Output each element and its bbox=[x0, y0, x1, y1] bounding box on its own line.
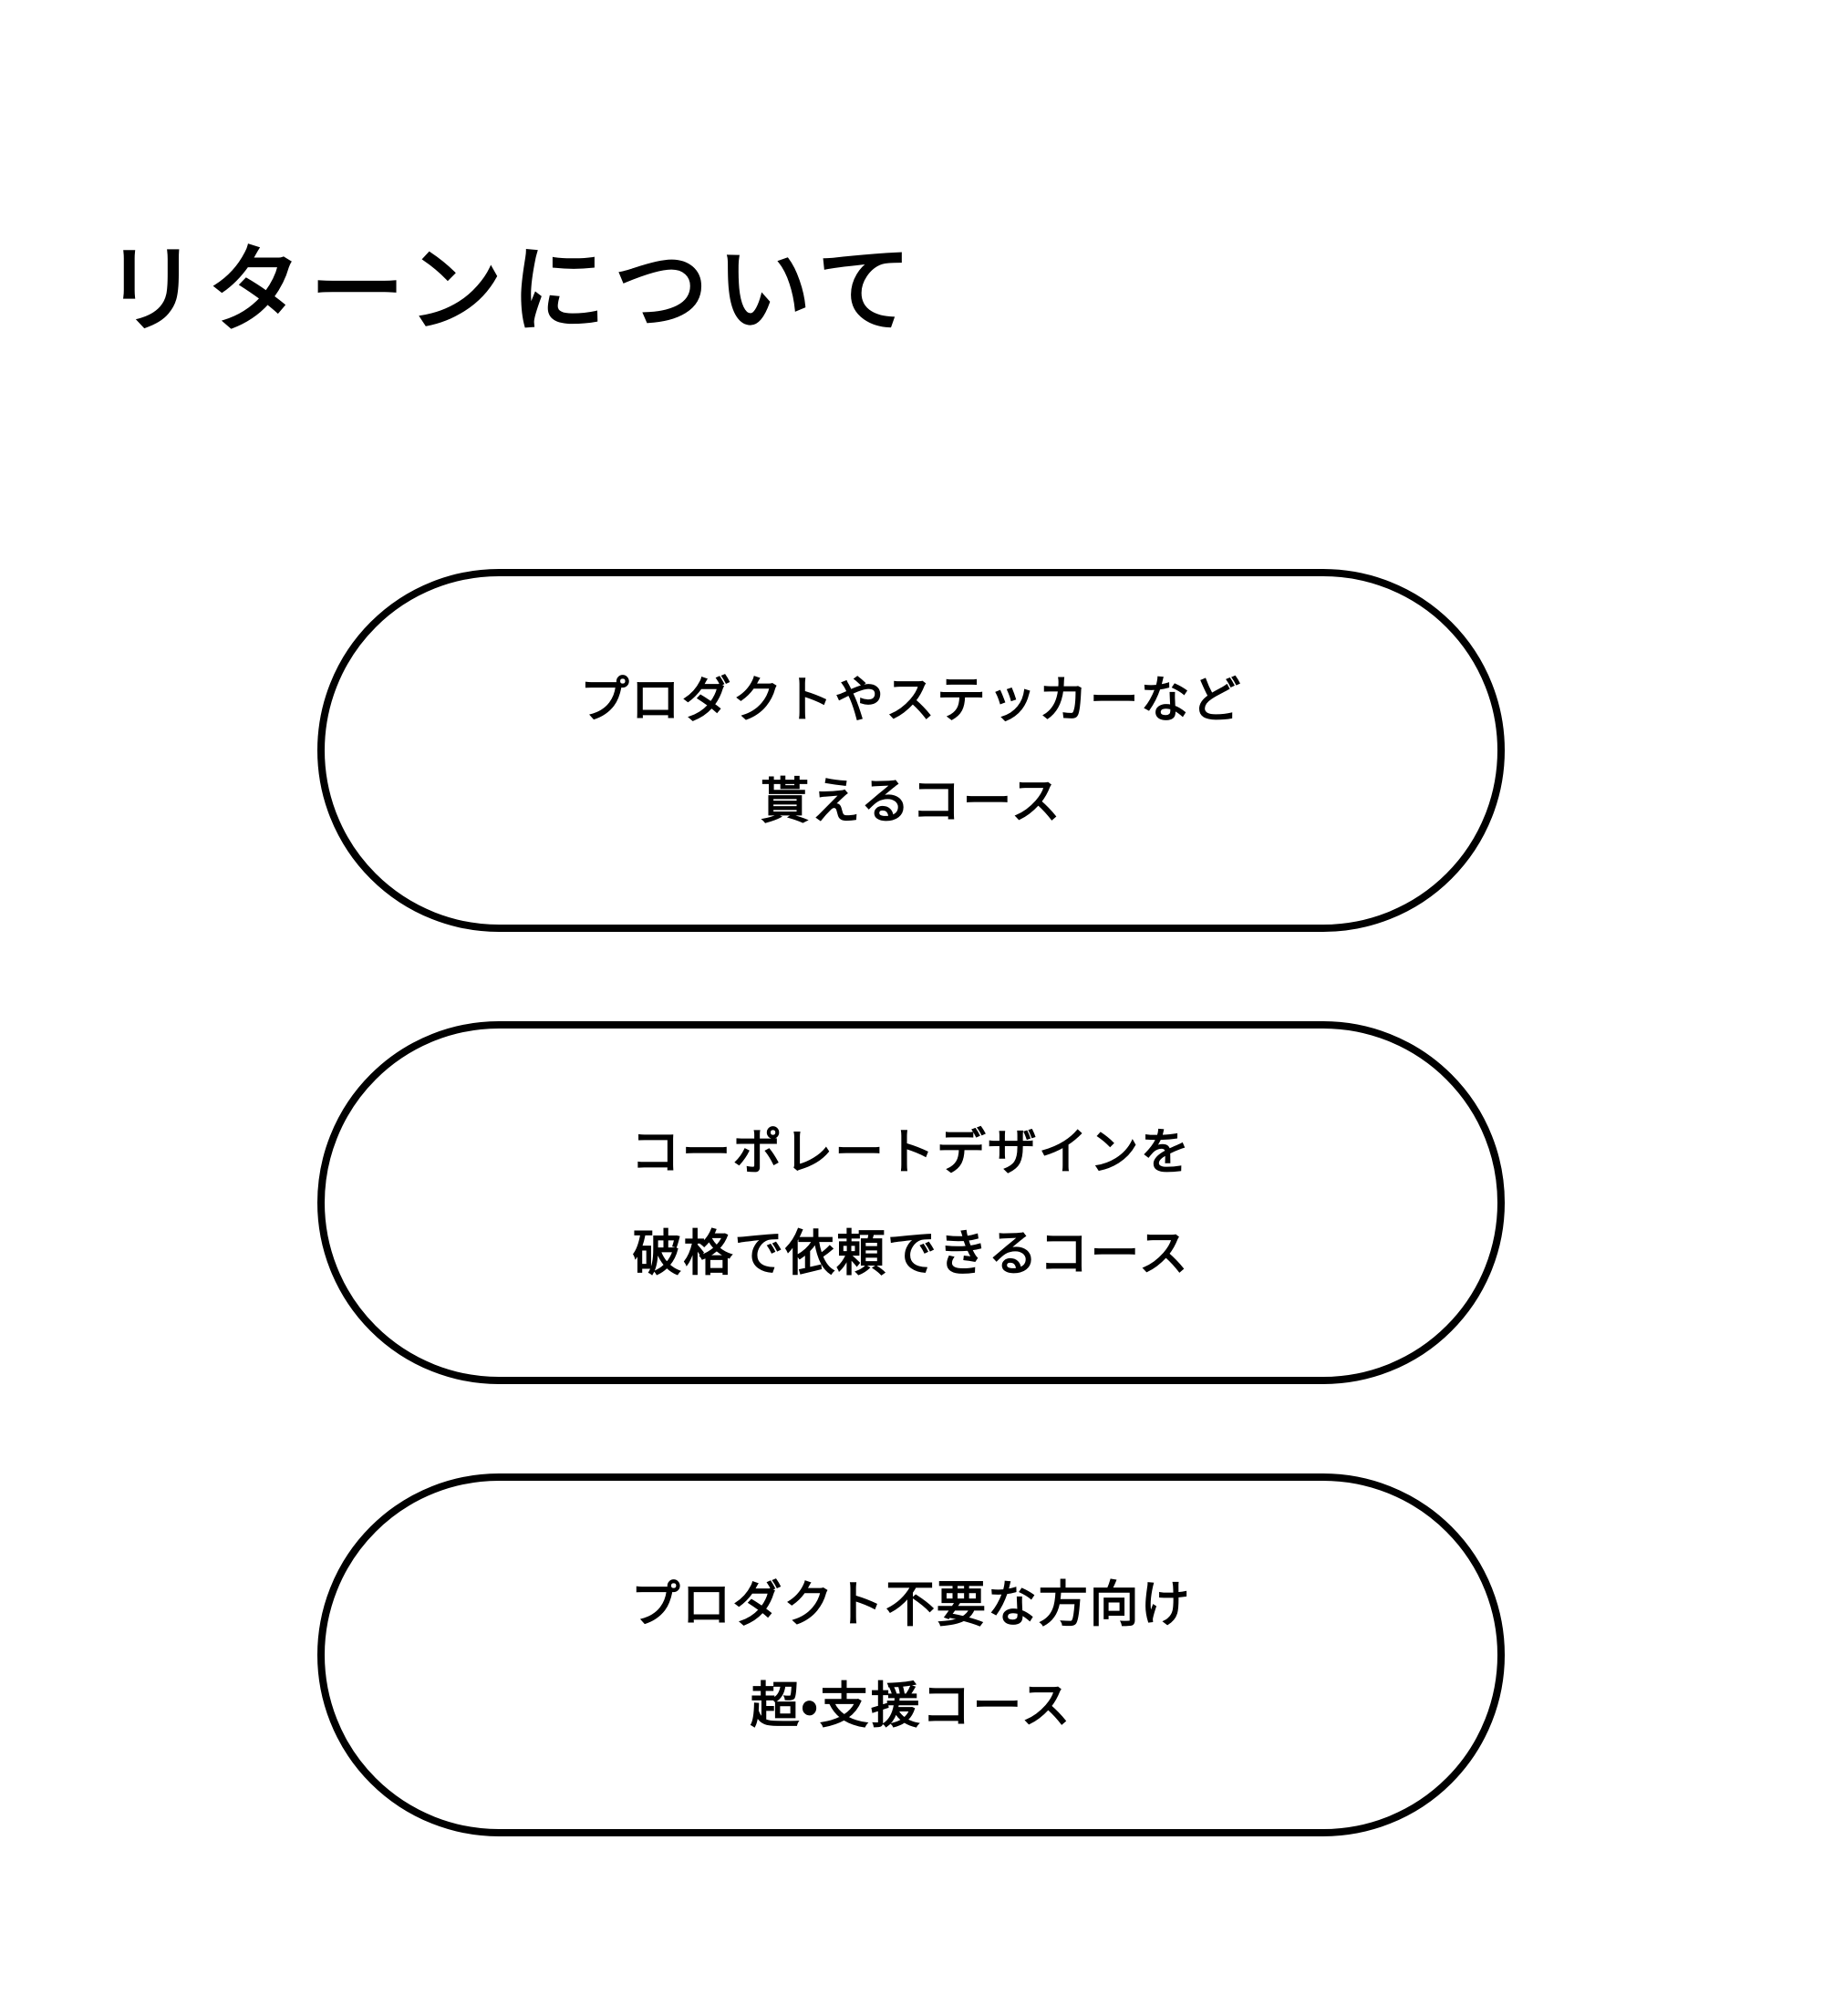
course-card-3[interactable]: プロダクト不要な方向け 超・支援コース bbox=[317, 1473, 1505, 1836]
course-card-2-line-2: 破格で依頼できるコース bbox=[632, 1225, 1190, 1281]
course-card-2-line-1: コーポレートデザインを bbox=[630, 1124, 1192, 1180]
course-card-3-line-1: プロダクト不要な方向け bbox=[630, 1577, 1192, 1632]
course-list: プロダクトやステッカーなど 貰えるコース コーポレートデザインを 破格で依頼でき… bbox=[317, 569, 1505, 1836]
course-card-1-line-2: 貰えるコース bbox=[760, 773, 1062, 829]
page-title: リターンについて bbox=[104, 238, 920, 344]
course-card-1-line-1: プロダクトやステッカーなど bbox=[579, 672, 1243, 728]
course-card-3-line-2: 超・支援コース bbox=[750, 1678, 1072, 1733]
course-card-2[interactable]: コーポレートデザインを 破格で依頼できるコース bbox=[317, 1021, 1505, 1384]
course-card-1[interactable]: プロダクトやステッカーなど 貰えるコース bbox=[317, 569, 1505, 932]
